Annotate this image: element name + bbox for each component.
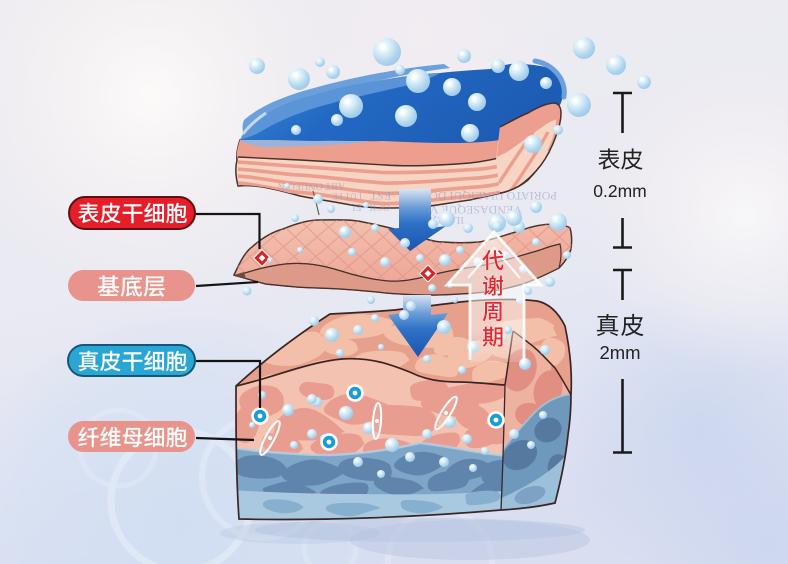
svg-text:OCIL. EL: OCIL. EL [349,201,390,212]
svg-text:VENDASEQUE VOL: VENDASEQUE VOL [414,203,522,217]
svg-text:AIIT ONUECIN: AIIT ONUECIN [278,180,345,191]
svg-text:I UT PE: I UT PE [332,191,362,201]
svg-text:0.2mm: 0.2mm [593,181,646,201]
svg-text:2mm: 2mm [599,342,640,363]
svg-text:PORIATO UIALIQUI DOLORA .EST,: PORIATO UIALIQUI DOLORA .EST, [368,189,557,203]
